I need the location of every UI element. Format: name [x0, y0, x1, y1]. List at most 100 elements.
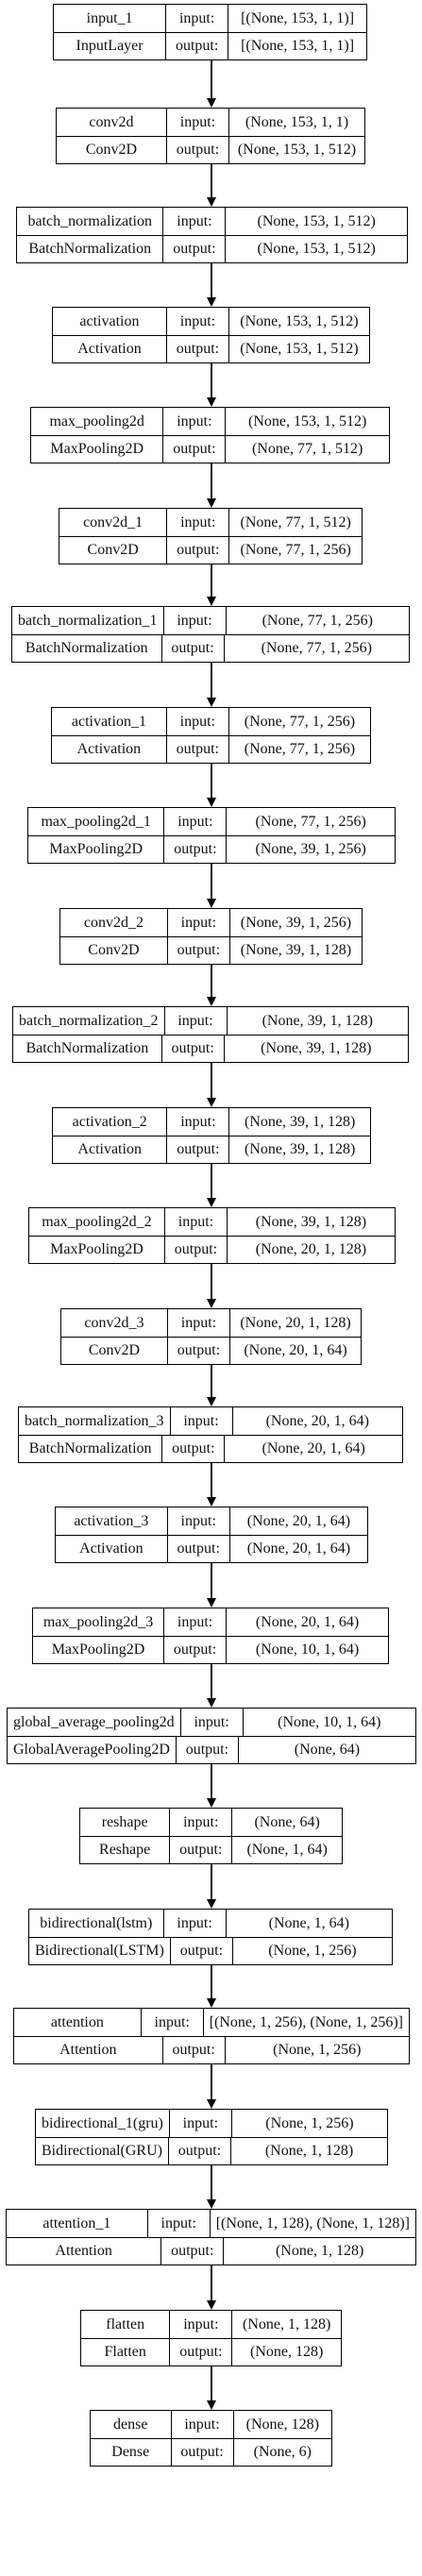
input-label: input:	[163, 1608, 226, 1636]
layer-type: Activation	[76, 741, 142, 757]
layer-name: attention	[50, 2013, 104, 2030]
arrow-head	[207, 597, 216, 606]
layer-type: BatchNormalization	[25, 1040, 149, 1056]
arrow-head	[207, 997, 216, 1006]
output-shape: (None, 77, 1, 256)	[228, 537, 362, 564]
output-label: output:	[166, 1536, 229, 1562]
layer-type: Flatten	[104, 2344, 146, 2360]
layer-name: conv2d_2	[83, 914, 143, 931]
arrow-head	[207, 1299, 216, 1308]
layer-input-row: input_1 input:[(None, 153, 1, 1)]	[54, 5, 366, 32]
output-label: output:	[160, 1035, 224, 1062]
input-shape: [(None, 153, 1, 1)]	[228, 5, 366, 32]
arrow-head	[207, 1598, 216, 1608]
input-shape: (None, 77, 1, 512)	[228, 509, 362, 536]
arrow-head	[207, 1397, 216, 1406]
layer-name: bidirectional(lstm)	[40, 1914, 153, 1931]
output-shape: (None, 77, 1, 512)	[225, 436, 389, 463]
layer-name: conv2d_1	[83, 514, 143, 530]
arrow-head	[207, 798, 216, 807]
layer-type: InputLayer	[76, 38, 143, 54]
input-label: input:	[163, 1007, 227, 1035]
output-label: output:	[160, 2238, 223, 2265]
arrow-head	[207, 899, 216, 908]
layer-name: input_1	[86, 9, 133, 26]
input-shape: (None, 128)	[232, 2411, 331, 2438]
output-label: output:	[169, 1837, 231, 1863]
layer-name: reshape	[101, 1813, 148, 1830]
input-shape: (None, 39, 1, 128)	[228, 1108, 370, 1136]
layer-type: Bidirectional(LSTM)	[35, 1943, 164, 1959]
output-shape: (None, 1, 256)	[231, 1938, 392, 1964]
layer-type: Attention	[55, 2243, 112, 2259]
layer-input-row: conv2d_3 input:(None, 20, 1, 128)	[61, 1309, 361, 1337]
layer-type: Reshape	[99, 1842, 151, 1858]
layer-type: Activation	[79, 1541, 143, 1557]
input-shape: (None, 1, 256)	[230, 2110, 387, 2137]
input-shape: (None, 20, 1, 128)	[228, 1309, 361, 1337]
input-shape: (None, 153, 1, 512)	[228, 308, 369, 335]
layer-name: bidirectional_1(gru)	[42, 2114, 163, 2131]
layer-input-row: bidirectional_1(gru) input:(None, 1, 256)	[36, 2110, 387, 2137]
input-shape: (None, 39, 1, 256)	[228, 909, 362, 936]
arrow-head	[207, 2199, 216, 2209]
input-label: input:	[163, 808, 226, 835]
output-label: output:	[165, 33, 228, 59]
arrow-head	[207, 498, 216, 508]
layer-name: flatten	[106, 2315, 145, 2332]
output-shape: [(None, 153, 1, 1)]	[228, 33, 366, 59]
layer-output-row: InputLayer output:[(None, 153, 1, 1)]	[54, 32, 366, 59]
input-label: input:	[168, 2110, 231, 2137]
layer-name: activation_3	[74, 1512, 149, 1529]
arrow-head	[207, 1497, 216, 1507]
input-label: input:	[169, 1407, 232, 1435]
layer-type: GlobalAveragePooling2D	[13, 1742, 170, 1758]
input-shape: (None, 1, 64)	[225, 1910, 392, 1937]
input-label: input:	[165, 5, 228, 32]
layer-name: conv2d_3	[84, 1314, 144, 1331]
layer-type: BatchNormalization	[25, 640, 148, 656]
input-shape: (None, 77, 1, 256)	[225, 607, 409, 634]
input-shape: (None, 153, 1, 512)	[225, 208, 407, 235]
input-label: input:	[166, 1108, 228, 1136]
output-shape: (None, 20, 1, 64)	[224, 1436, 402, 1462]
output-shape: (None, 10, 1, 64)	[226, 1637, 388, 1663]
input-shape: (None, 39, 1, 128)	[226, 1007, 408, 1035]
layer-type: Activation	[77, 1141, 142, 1157]
layer-type: Conv2D	[85, 142, 138, 158]
output-shape: (None, 1, 128)	[223, 2238, 415, 2265]
output-shape: (None, 1, 64)	[231, 1837, 342, 1863]
arrow-head	[207, 2300, 216, 2310]
output-shape: (None, 77, 1, 256)	[228, 736, 370, 763]
output-shape: (None, 39, 1, 128)	[228, 1136, 370, 1163]
input-label: input:	[166, 1309, 229, 1337]
layer-name: max_pooling2d_3	[42, 1613, 154, 1630]
output-shape: (None, 128)	[231, 2339, 341, 2366]
input-shape: (None, 20, 1, 64)	[228, 1507, 367, 1535]
